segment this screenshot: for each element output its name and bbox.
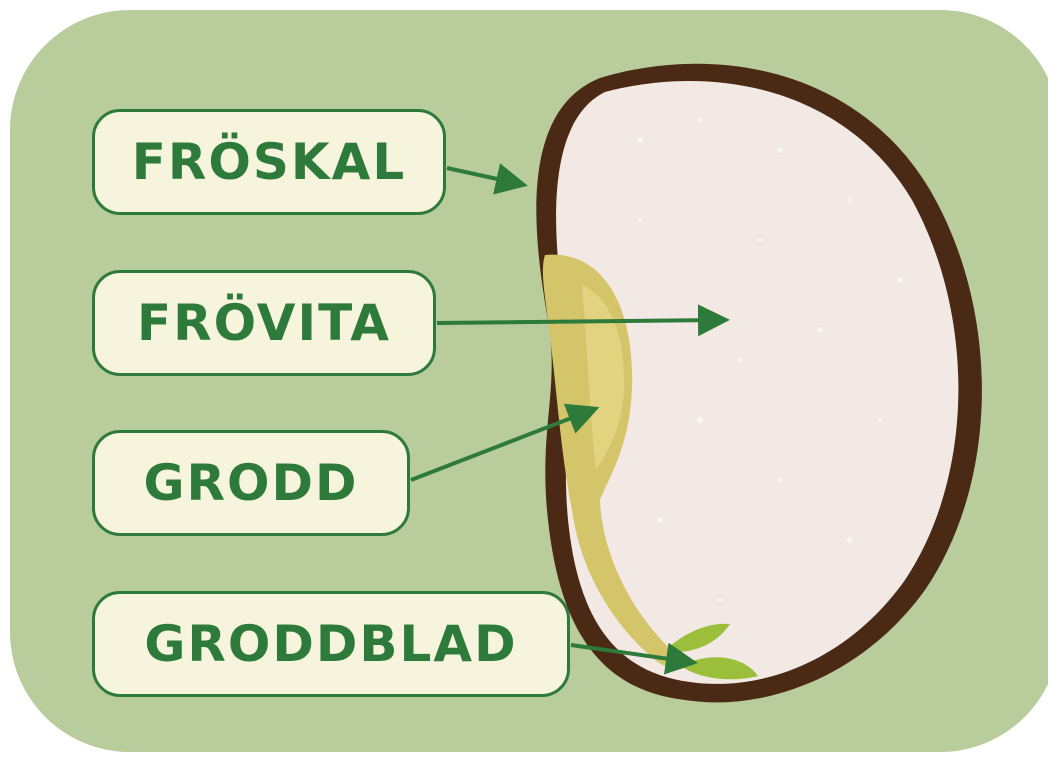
label-endosperm: FRÖVITA	[92, 270, 436, 376]
label-cotyledon: GRODDBLAD	[92, 591, 570, 697]
label-seed-coat: FRÖSKAL	[92, 109, 446, 215]
label-embryo: GRODD	[92, 430, 410, 536]
arrow-seed-coat	[447, 168, 520, 184]
